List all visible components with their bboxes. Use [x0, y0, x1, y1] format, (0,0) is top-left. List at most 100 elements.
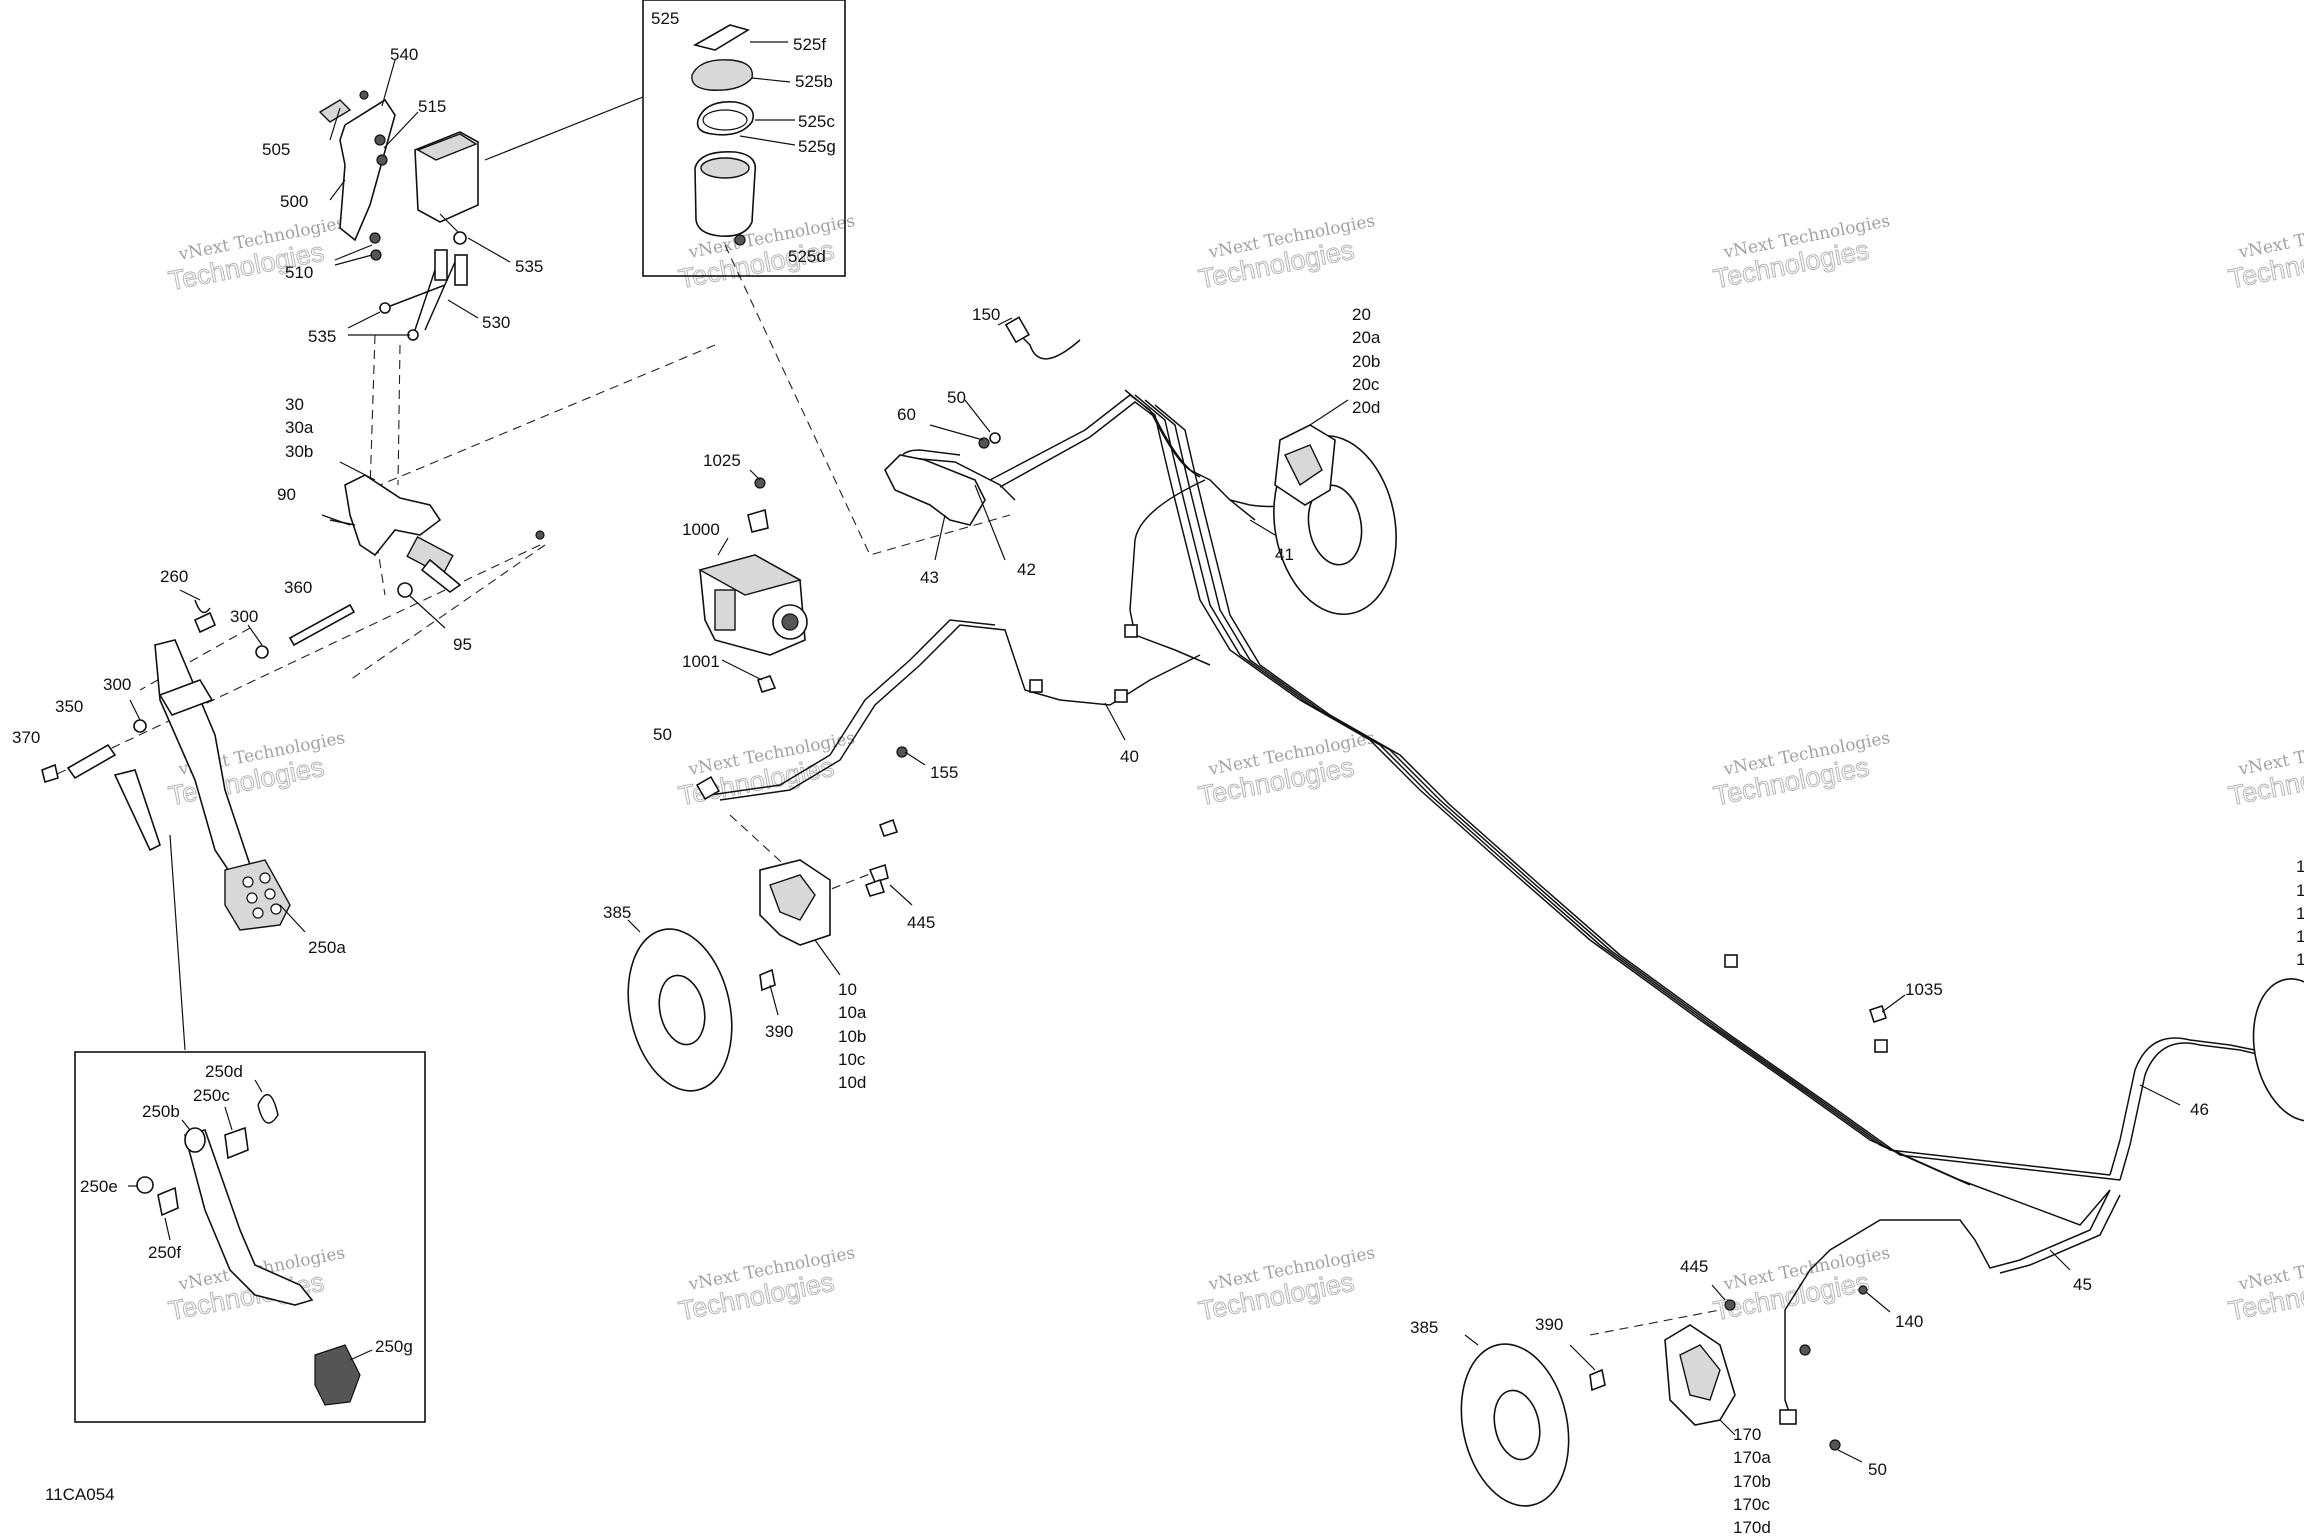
nut-95: [397, 582, 413, 598]
callout-30: 30: [285, 395, 304, 414]
leader-250a: [279, 904, 306, 933]
bolt-caliper-10c: [878, 818, 899, 837]
leader-525b: [751, 77, 791, 83]
callout-170d: 170d: [1733, 1518, 1771, 1536]
callout-510: 510: [285, 263, 313, 282]
leader-170: [1719, 1419, 1736, 1436]
dashed-line-vert3: [369, 334, 376, 491]
bracket-1025: [747, 508, 769, 533]
pedal-eye: [184, 1127, 206, 1153]
leader-250b: [181, 1119, 191, 1131]
main-line-6: [1154, 404, 2121, 1181]
callout-370: 370: [12, 728, 40, 747]
leader-540: [381, 59, 396, 107]
leader-detail: [169, 834, 186, 1051]
callout-250f: 250f: [148, 1243, 181, 1262]
reservoir-detail-box: [484, 0, 846, 277]
callout-1025: 1025: [703, 451, 741, 470]
bushing-250f: [157, 1186, 179, 1217]
dashed-line-vert2: [397, 344, 401, 486]
pedal-pad-250g: [314, 1344, 361, 1406]
bolt-rear: [1799, 1344, 1811, 1356]
front-left-brake: [627, 818, 913, 1092]
clip-525f: [692, 24, 750, 51]
leader-46: [2139, 1084, 2181, 1106]
brake-lines: [695, 316, 2304, 1463]
cap-525b: [691, 59, 754, 91]
fitting-50a: [989, 432, 1001, 444]
bolt-mc-far: [535, 530, 545, 540]
callout-edge: 1: [2296, 857, 2304, 876]
leader-300a: [247, 624, 263, 646]
screw-540: [359, 90, 369, 100]
leader-90: [321, 514, 351, 526]
callout-535: 535: [308, 327, 336, 346]
callout-40: 40: [1120, 747, 1139, 766]
leader-250c: [224, 1106, 233, 1131]
mc-pushrod: [420, 558, 462, 593]
callout-140: 140: [1895, 1312, 1923, 1331]
leader-1025: [749, 469, 761, 481]
disc-rear-hub: [1493, 1389, 1541, 1461]
callout-525f: 525f: [793, 35, 826, 54]
callout-300: 300: [103, 675, 131, 694]
callout-41: 41: [1275, 545, 1294, 564]
leader-500: [329, 179, 346, 201]
disc-left-hub: [658, 974, 706, 1046]
leader-525g: [739, 135, 796, 146]
watermarks: vNext Technologies Technologies vNext Te…: [166, 211, 2304, 1327]
bolt-caliper-10b: [864, 878, 886, 897]
spring-260-body: [193, 611, 217, 634]
callout-445: 445: [907, 913, 935, 932]
callout-45: 45: [2073, 1275, 2092, 1294]
reservoir-outlet: [734, 234, 746, 246]
reservoir-top: [700, 157, 750, 179]
clip-40: [1029, 679, 1043, 693]
callout-525g: 525g: [798, 137, 836, 156]
bolt-caliper-10a: [868, 863, 889, 883]
leader-390b: [1569, 1344, 1596, 1371]
front-right-brake: [1273, 399, 1397, 616]
leader-43: [934, 514, 946, 561]
leader-250d: [254, 1079, 263, 1093]
pad-hole: [252, 907, 264, 919]
pedal-pad: [224, 859, 291, 931]
leader-50a: [964, 399, 991, 433]
leader-530: [447, 299, 479, 319]
leader-445a: [889, 884, 913, 906]
clip-main: [1124, 624, 1138, 638]
leader-155: [904, 751, 926, 766]
pedal-bushing: [158, 679, 214, 716]
callout-350: 350: [55, 697, 83, 716]
hose-fitting-a: [434, 249, 448, 281]
callout-60: 60: [897, 405, 916, 424]
clip-140: [1858, 1285, 1868, 1295]
bolt-390b: [1589, 1368, 1606, 1392]
abs-connector: [714, 589, 736, 631]
callout-385: 385: [603, 903, 631, 922]
leader-260: [179, 589, 201, 601]
dashed-line-caliper: [729, 814, 791, 871]
callout-43: 43: [920, 568, 939, 587]
leader-50c: [1837, 1449, 1863, 1463]
callout-10c: 10c: [838, 1050, 866, 1069]
leader-150: [997, 317, 1013, 326]
leader-510a: [334, 244, 373, 261]
dashed-line-mc: [379, 344, 716, 486]
leader-45: [2049, 1249, 2071, 1271]
callout-155: 155: [930, 763, 958, 782]
bolt-60: [978, 437, 990, 449]
leader-41: [1249, 519, 1276, 536]
abs-motor-center: [781, 613, 799, 631]
callout-10b: 10b: [838, 1027, 866, 1046]
callout-edge: 1: [2296, 950, 2304, 969]
pad-hole: [259, 872, 271, 884]
clip-40b: [1114, 689, 1128, 703]
callout-90: 90: [277, 485, 296, 504]
callout-50: 50: [1868, 1460, 1887, 1479]
leader-535b: [347, 311, 381, 329]
callout-390: 390: [1535, 1315, 1563, 1334]
fitting-535b: [379, 302, 391, 314]
pedal-detail-box: [74, 1051, 426, 1423]
spring-250d: [257, 1093, 279, 1124]
